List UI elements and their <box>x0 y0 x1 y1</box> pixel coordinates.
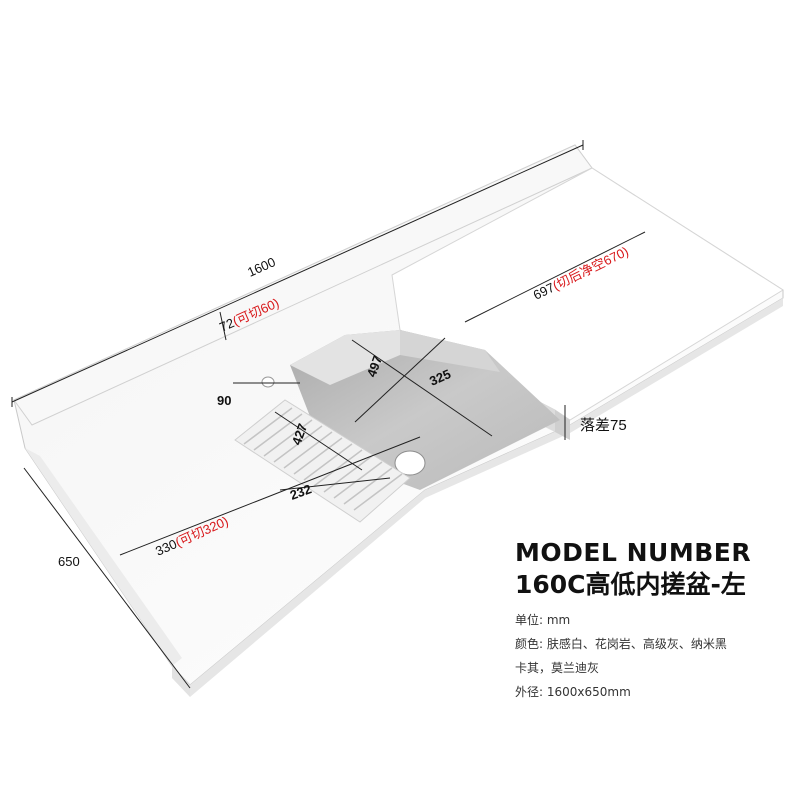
color-spec-line2: 卡其，莫兰迪灰 <box>515 661 600 675</box>
model-name: 160C高低内搓盆-左 <box>515 570 746 599</box>
dim-basin-depth-label: 497 <box>364 354 386 380</box>
dim-board-width-label: 232 <box>288 481 314 503</box>
faucet-hole-icon <box>261 376 275 388</box>
size-spec: 外径: 1600x650mm <box>515 685 631 699</box>
dim-board-length-label: 427 <box>289 422 311 448</box>
drain-icon <box>394 450 426 476</box>
washboard <box>234 399 411 523</box>
drop-label: 落差75 <box>580 417 627 434</box>
product-info-panel: MODEL NUMBER 160C高低内搓盆-左 单位: mm 颜色: 肤感白、… <box>515 538 751 704</box>
dim-front-gap-label: 90 <box>217 393 231 408</box>
color-spec-line1: 颜色: 肤感白、花岗岩、高级灰、纳米黑 <box>515 637 727 651</box>
dimension-lines <box>11 140 646 689</box>
dim-length-label: 1600 <box>245 254 278 279</box>
unit-spec: 单位: mm <box>515 613 571 627</box>
dim-width-label: 650 <box>58 554 80 569</box>
model-number-title: MODEL NUMBER <box>515 538 752 567</box>
